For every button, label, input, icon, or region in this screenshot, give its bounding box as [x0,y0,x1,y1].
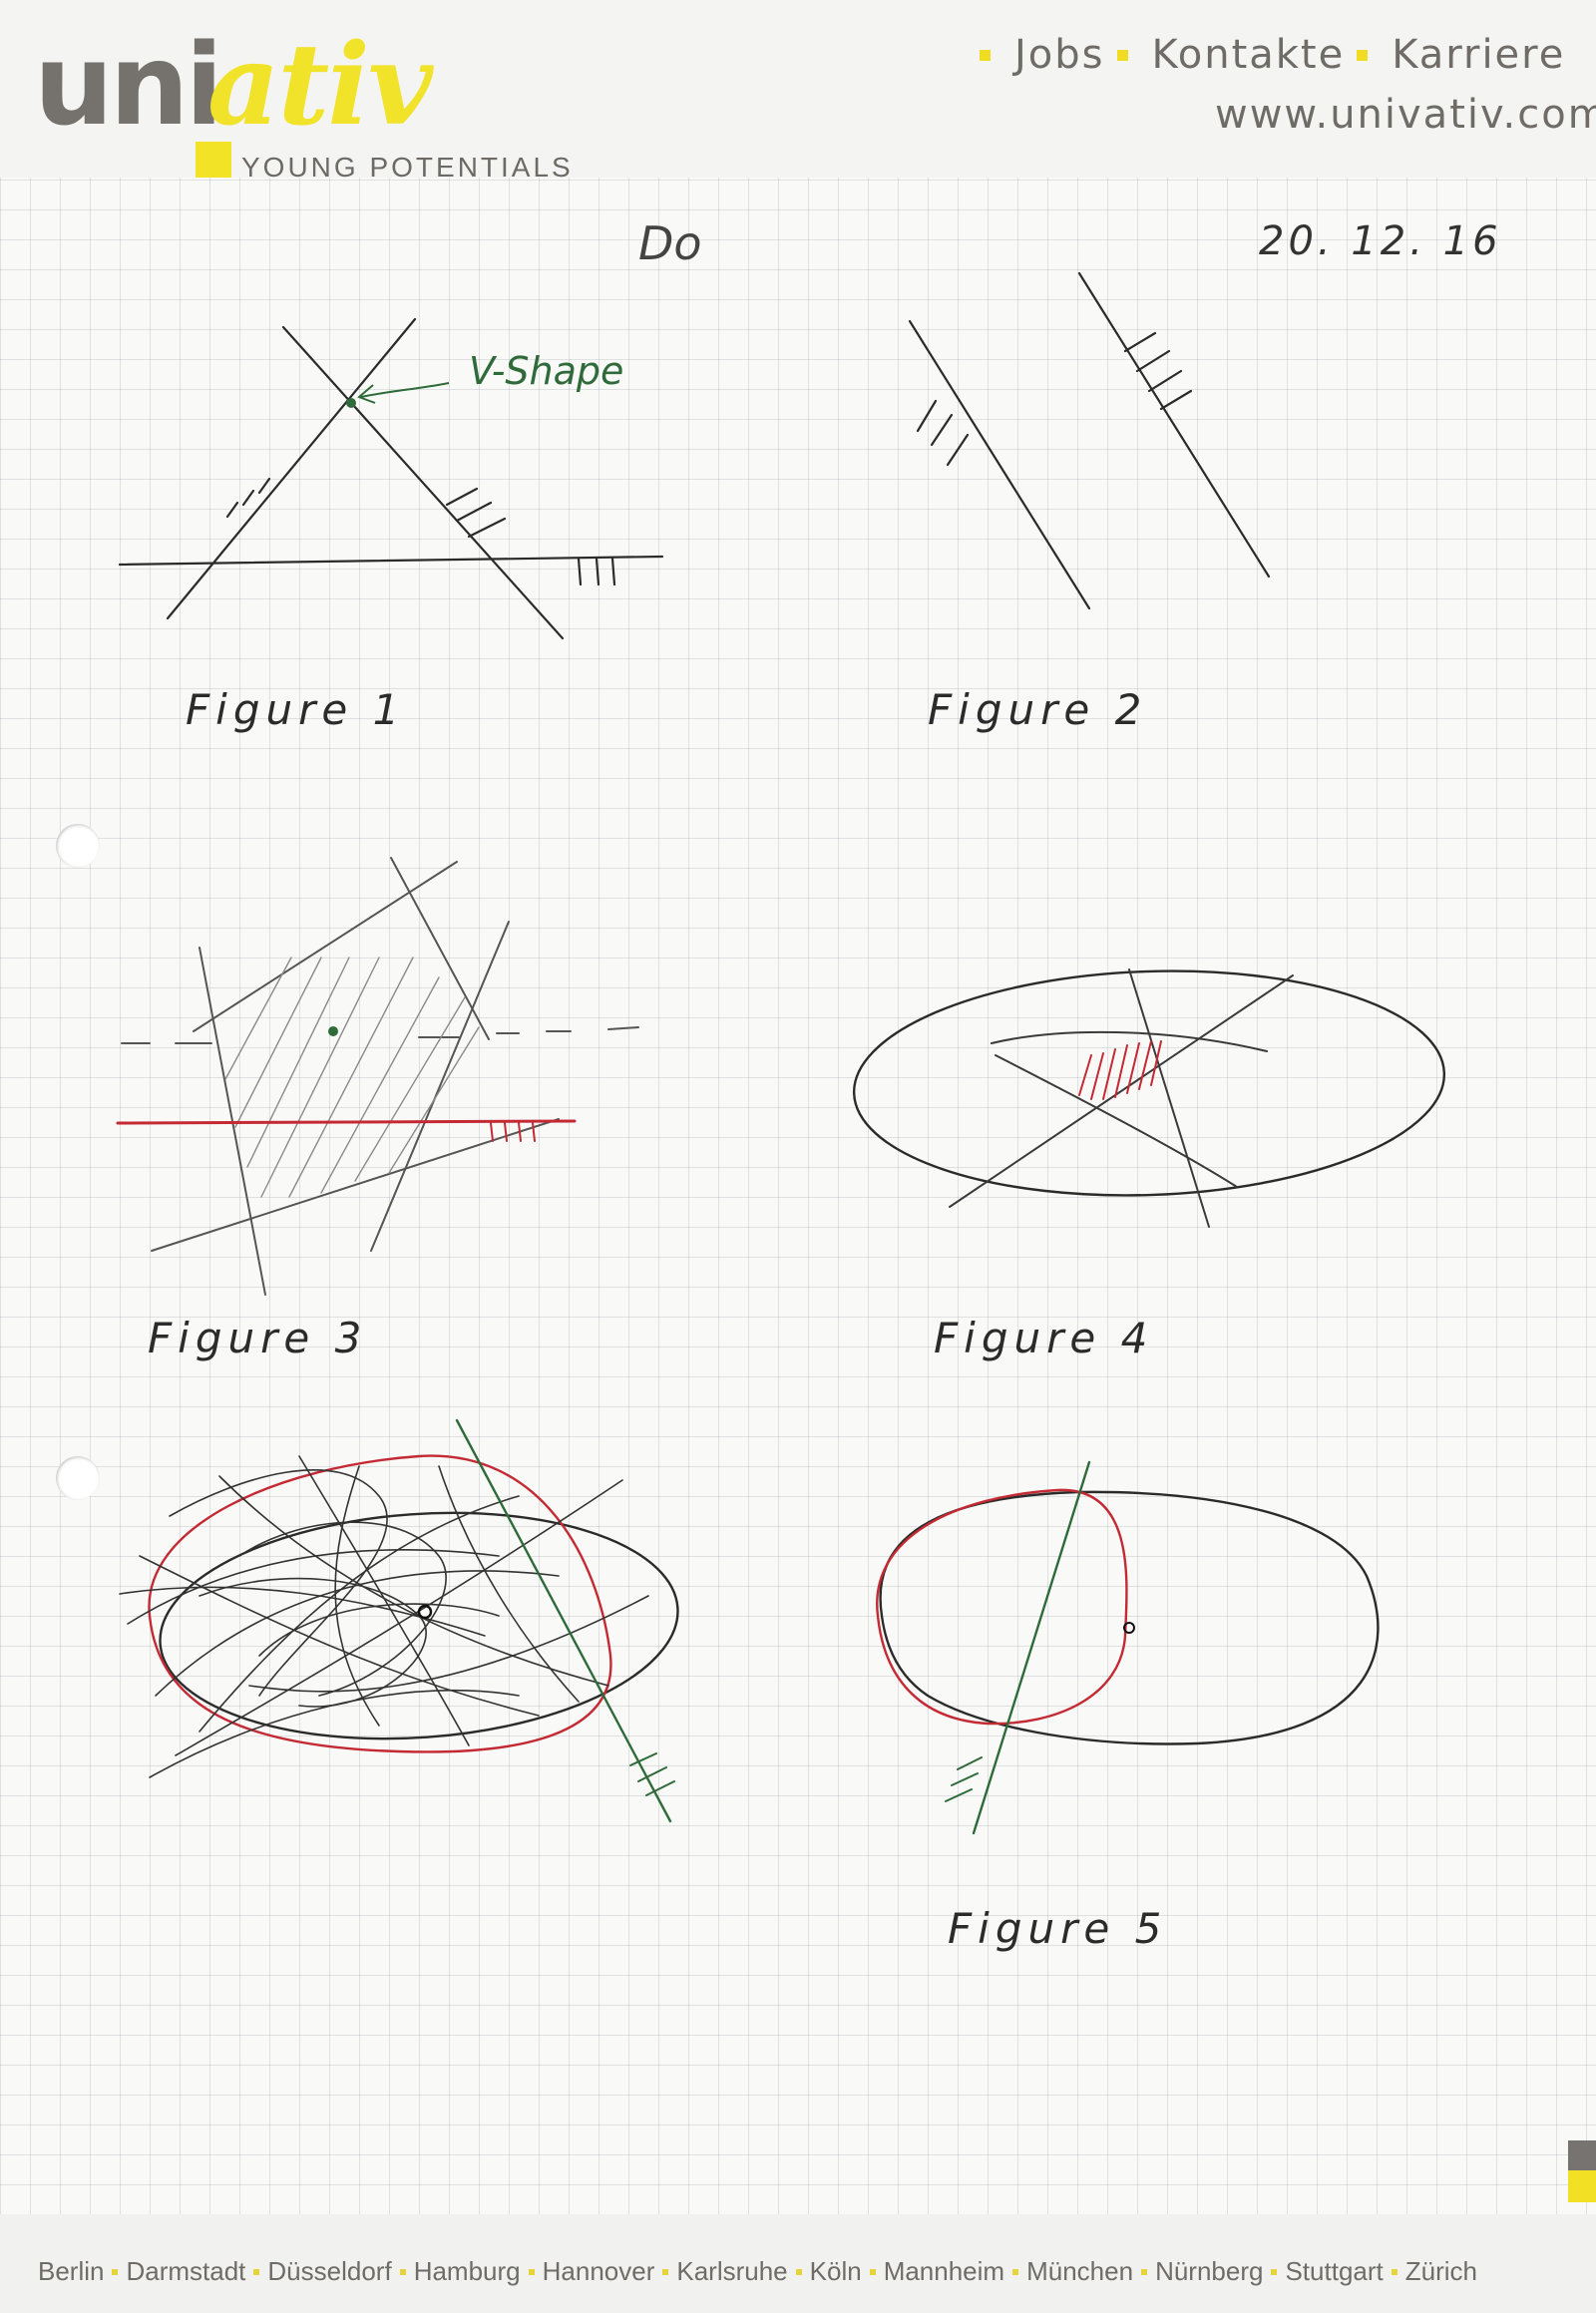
website-url: www.univativ.com [1215,92,1596,138]
nav-bullet-icon [1116,49,1128,61]
city-separator-icon [399,2268,406,2275]
nav-item-karriere: Karriere [1392,32,1566,78]
figure-5-label: Figure 5 [948,1904,1167,1953]
letterhead [0,0,1596,178]
city-separator-icon [1271,2268,1278,2275]
edge-mark-yellow [1568,2170,1596,2202]
figure-3-point [328,1026,338,1036]
figure-5-sketch [876,1460,1380,1835]
date-label: 20. 12. 16 [1259,218,1502,264]
figure-4-label: Figure 4 [934,1314,1153,1362]
footer-band [0,2214,1596,2313]
figure-1-label: Figure 1 [186,685,405,734]
logo-text-ativ: ativ [207,20,433,151]
city-separator-icon [1012,2268,1019,2275]
city-hannover: Hannover [542,2256,655,2286]
figure-3-label: Figure 3 [148,1314,367,1362]
city-stuttgart: Stuttgart [1285,2256,1384,2286]
figure-5-circle-point [1123,1622,1135,1634]
figure-4-sketch [852,968,1446,1228]
city-muenchen: München [1026,2256,1134,2286]
nav-bullet-icon [1357,49,1369,61]
v-shape-annotation: V-Shape [469,349,623,393]
city-mannheim: Mannheim [883,2256,1005,2286]
city-koeln: Köln [809,2256,862,2286]
figure-5-scribble [119,1418,679,1823]
city-zuerich: Zürich [1404,2256,1477,2286]
v-shape-arrow [357,382,450,404]
nav-item-kontakte: Kontakte [1151,32,1346,78]
header-nav: Jobs Kontakte Karriere [968,32,1565,78]
city-darmstadt: Darmstadt [126,2256,246,2286]
city-separator-icon [112,2268,119,2275]
day-label: Do [638,216,702,270]
nav-item-jobs: Jobs [1014,32,1105,78]
city-hamburg: Hamburg [413,2256,521,2286]
city-separator-icon [1391,2268,1397,2275]
figure-2-label: Figure 2 [928,685,1147,734]
city-separator-icon [528,2268,535,2275]
punch-hole-lower [56,1456,100,1500]
city-karlsruhe: Karlsruhe [676,2256,788,2286]
city-duesseldorf: Düsseldorf [267,2256,392,2286]
figure-2-sketch [908,271,1271,610]
city-separator-icon [662,2268,669,2275]
city-berlin: Berlin [38,2256,105,2286]
edge-mark-gray [1568,2140,1596,2170]
figure-5-center-point [417,1604,433,1620]
city-separator-icon [253,2268,260,2275]
footer-city-list: Berlin Darmstadt Düsseldorf Hamburg Hann… [38,2256,1477,2287]
logo-tagline: YOUNG POTENTIALS [241,152,574,183]
punch-hole-upper [56,824,100,868]
nav-bullet-icon [980,49,991,61]
v-shape-point [346,398,356,408]
figure-1-sketch [118,317,664,640]
city-separator-icon [1141,2268,1148,2275]
logo-text-uni: uni [34,21,223,151]
city-separator-icon [795,2268,802,2275]
city-separator-icon [869,2268,876,2275]
city-nuernberg: Nürnberg [1155,2256,1264,2286]
logo-square-mark [196,142,231,178]
figure-3-sketch [116,857,639,1296]
